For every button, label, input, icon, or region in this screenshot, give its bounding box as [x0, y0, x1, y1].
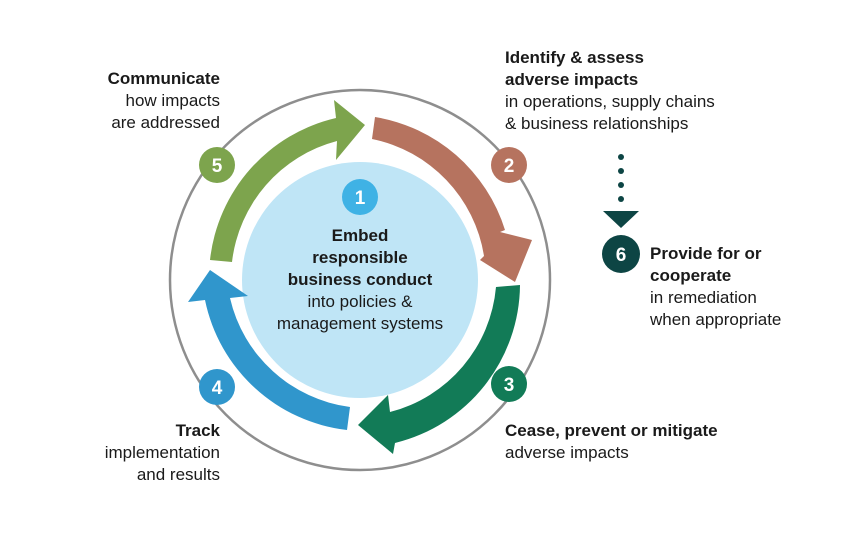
badge-step-6: 6 [602, 235, 640, 273]
svg-text:4: 4 [212, 378, 223, 399]
step-4-label: Track implementation and results [20, 420, 220, 486]
step-4-desc-line: and results [136, 465, 220, 484]
step-2-desc-line: in operations, supply chains [505, 92, 715, 111]
step-1-title-line: business conduct [287, 270, 433, 289]
badge-step-4: 4 [199, 369, 235, 405]
step-1-desc-line: management systems [276, 314, 444, 333]
down-triangle-icon [603, 211, 639, 228]
arrow-step-3 [358, 285, 520, 454]
step-6-title-line: cooperate [650, 266, 732, 285]
badge-step-5: 5 [199, 147, 235, 183]
step-1-title-line: responsible [312, 248, 408, 267]
step-5-desc-line: how impacts [125, 91, 220, 110]
step-1-title-line: Embed [331, 226, 389, 245]
step-3-label: Cease, prevent or mitigate adverse impac… [505, 420, 805, 464]
dot [618, 154, 624, 160]
center-disk [242, 162, 478, 398]
dot [618, 168, 624, 174]
arrow-step-4 [188, 270, 350, 430]
outer-ring [168, 88, 552, 472]
step-1-desc-line: into policies & [307, 292, 413, 311]
arrow-step-5 [210, 100, 365, 262]
dot [618, 196, 624, 202]
step-2-label: Identify & assess adverse impacts in ope… [505, 47, 805, 135]
step-6-label: Provide for or cooperate in remediation … [650, 243, 840, 331]
svg-text:3: 3 [504, 375, 515, 396]
step-5-label: Communicate how impacts are addressed [20, 68, 220, 134]
step-5-title-line: Communicate [107, 69, 220, 88]
step-6-desc-line: when appropriate [650, 310, 782, 329]
svg-text:1: 1 [355, 188, 366, 209]
step-3-title-line: Cease, prevent or mitigate [505, 421, 718, 440]
step-4-title-line: Track [175, 421, 220, 440]
step-4-desc-line: implementation [104, 443, 220, 462]
step-6-title-line: Provide for or [650, 244, 762, 263]
step-6-desc-line: in remediation [650, 288, 757, 307]
badge-step-3: 3 [491, 366, 527, 402]
step-2-title-line: adverse impacts [505, 70, 639, 89]
step-3-desc-line: adverse impacts [505, 443, 629, 462]
step-2-title-line: Identify & assess [505, 48, 644, 67]
svg-text:5: 5 [212, 156, 223, 177]
svg-text:2: 2 [504, 156, 515, 177]
step-1-label: Embed responsible business conduct into … [260, 225, 460, 335]
step-2-desc-line: & business relationships [505, 114, 689, 133]
step-5-desc-line: are addressed [111, 113, 220, 132]
svg-text:6: 6 [616, 245, 627, 266]
arrow-step-2 [372, 117, 532, 282]
dot [618, 182, 624, 188]
badge-step-2: 2 [491, 147, 527, 183]
badge-step-1: 1 [342, 179, 378, 215]
